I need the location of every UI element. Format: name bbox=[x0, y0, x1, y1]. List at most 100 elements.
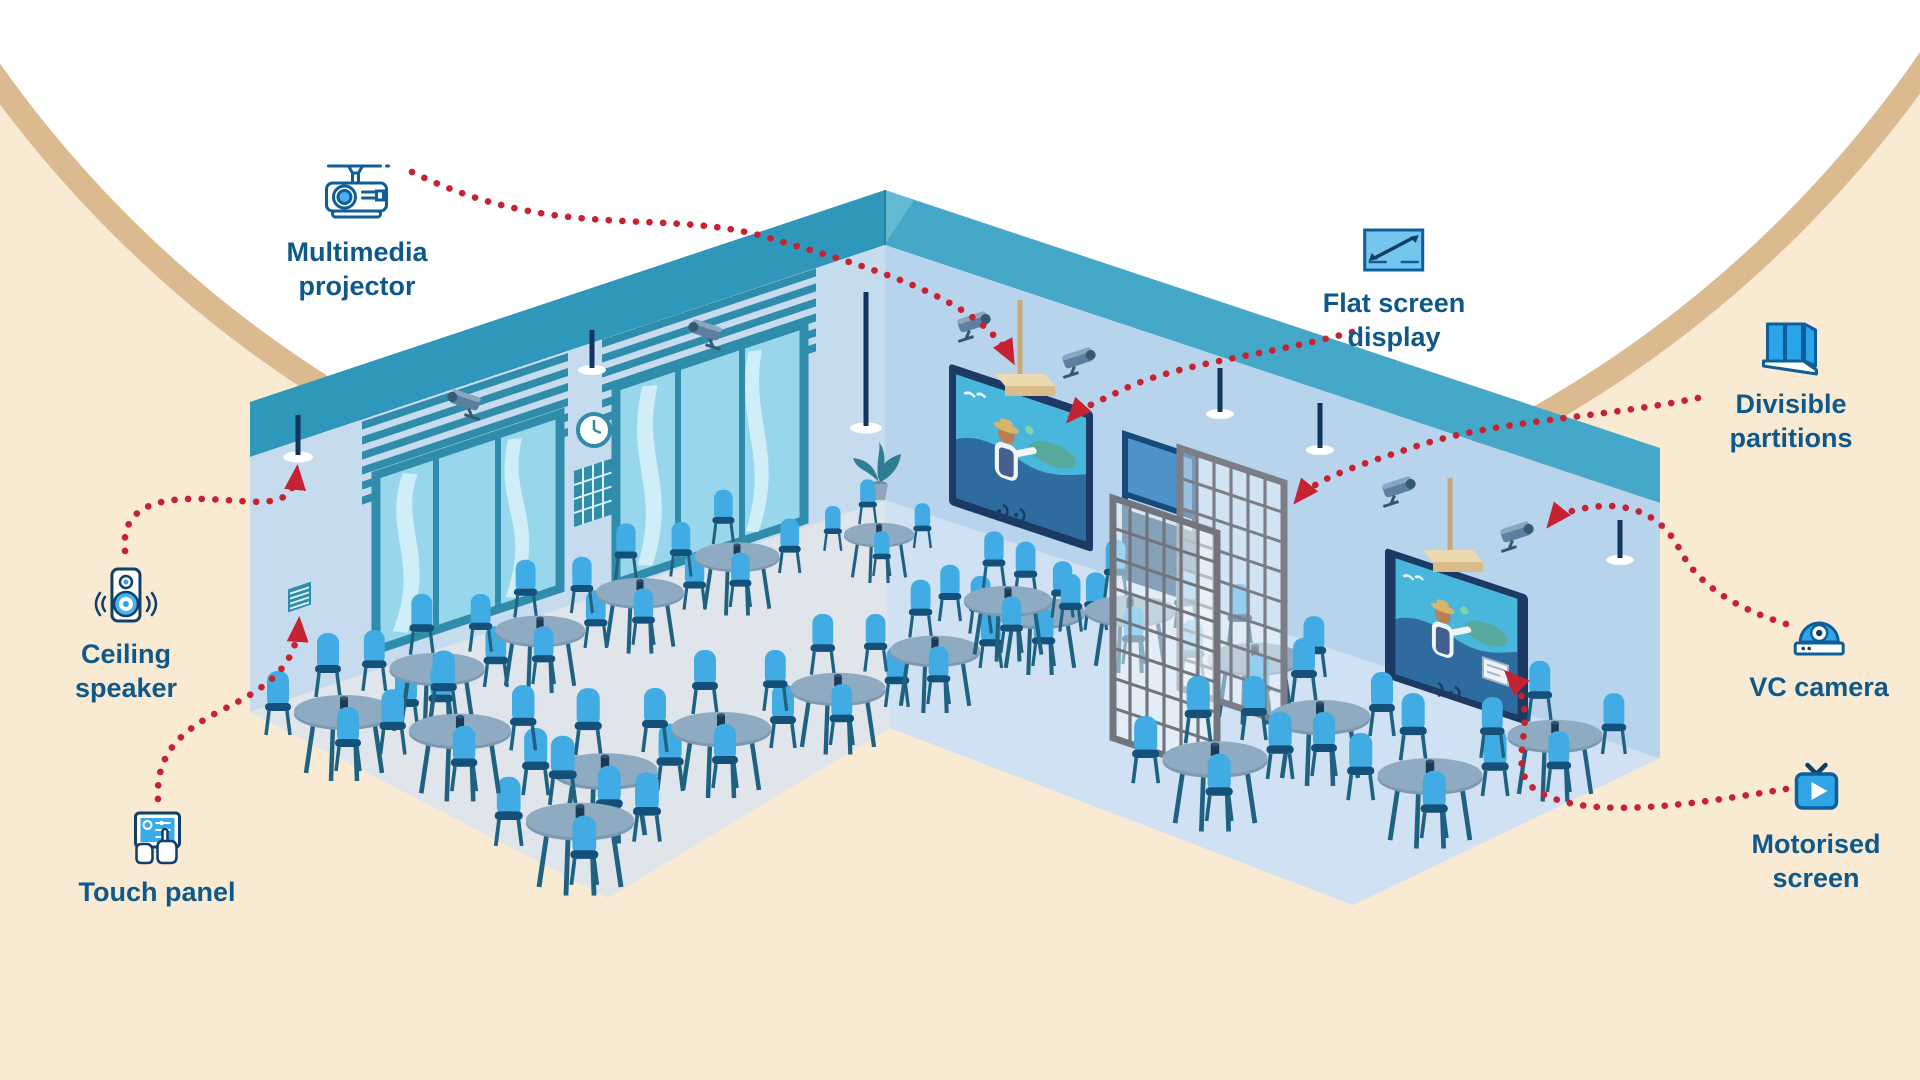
label-touch-panel: Touch panel bbox=[78, 877, 236, 907]
callout-arrows bbox=[121, 168, 1790, 812]
callout-vc-camera: VC camera bbox=[1749, 606, 1889, 704]
chair bbox=[937, 564, 963, 622]
chair bbox=[429, 650, 458, 716]
chair bbox=[361, 630, 388, 692]
chair bbox=[981, 531, 1007, 588]
ceiling-speaker-posts bbox=[283, 292, 1634, 565]
chair bbox=[926, 646, 951, 705]
chair bbox=[912, 503, 933, 549]
security-camera bbox=[447, 389, 481, 421]
chair bbox=[1545, 731, 1572, 793]
callout-motorised-screen: Motorised screen bbox=[1751, 761, 1881, 895]
security-cameras bbox=[447, 311, 1534, 553]
arrow-touch-panel bbox=[154, 616, 309, 803]
round-table bbox=[937, 531, 1075, 662]
callout-touch-panel: Touch panel bbox=[78, 807, 236, 909]
round-table bbox=[1131, 676, 1295, 832]
label-flat-screen-display: Flat screen display bbox=[1322, 288, 1466, 352]
round-table bbox=[264, 633, 420, 782]
chair bbox=[908, 579, 933, 638]
chair bbox=[334, 707, 362, 772]
chair bbox=[1398, 693, 1428, 761]
projector-ceiling-mount bbox=[1423, 478, 1483, 572]
round-table bbox=[863, 579, 1004, 714]
chair bbox=[1131, 716, 1161, 784]
chair bbox=[631, 588, 656, 645]
round-table bbox=[1479, 660, 1627, 802]
wall-louver-panel bbox=[574, 458, 612, 528]
chair bbox=[1526, 660, 1553, 722]
callout-ceiling-speaker: Ceiling speaker bbox=[75, 565, 177, 705]
chair bbox=[691, 650, 719, 715]
chair bbox=[1310, 712, 1338, 777]
chair bbox=[1479, 697, 1506, 759]
flat-screen-icon bbox=[1363, 228, 1425, 272]
chair bbox=[809, 613, 836, 675]
chair bbox=[547, 735, 578, 806]
chair bbox=[828, 684, 855, 746]
chair bbox=[632, 772, 662, 842]
tv-speaker-marks bbox=[997, 503, 1461, 702]
chair bbox=[513, 559, 538, 618]
arrow-divisible-partitions bbox=[1293, 394, 1702, 505]
label-vc-camera: VC camera bbox=[1749, 672, 1889, 702]
arrow-vc-camera bbox=[1546, 501, 1790, 628]
motorised-screen-icon bbox=[1794, 762, 1838, 810]
chair bbox=[314, 633, 342, 698]
chair bbox=[711, 724, 739, 789]
arrow-ceiling-speaker bbox=[121, 464, 307, 555]
callout-multimedia-projector: Multimedia projector bbox=[286, 161, 428, 303]
chair bbox=[1204, 753, 1234, 822]
chair bbox=[1240, 676, 1268, 741]
chair bbox=[1290, 638, 1318, 703]
chair bbox=[509, 685, 538, 751]
chair bbox=[378, 689, 407, 755]
chair bbox=[778, 518, 802, 574]
chair bbox=[669, 522, 693, 577]
chair bbox=[1419, 770, 1449, 839]
chair bbox=[769, 684, 797, 749]
vc-camera-icon bbox=[1793, 621, 1845, 656]
security-camera bbox=[1382, 476, 1416, 508]
chair bbox=[1368, 672, 1396, 737]
chair bbox=[823, 506, 843, 551]
chair bbox=[569, 815, 600, 886]
chair bbox=[569, 556, 595, 614]
label-ceiling-speaker: Ceiling speaker bbox=[74, 639, 178, 703]
label-motorised-screen: Motorised screen bbox=[1751, 829, 1881, 893]
arrow-flat-screen-display bbox=[1065, 328, 1356, 424]
touch-panel-icon bbox=[133, 811, 181, 865]
security-camera bbox=[1062, 347, 1096, 379]
projector-icon bbox=[324, 164, 390, 219]
round-table bbox=[493, 735, 662, 896]
chair bbox=[711, 489, 736, 545]
window bbox=[371, 407, 565, 657]
chair bbox=[1265, 711, 1295, 780]
chair bbox=[872, 531, 892, 577]
chair bbox=[858, 479, 878, 525]
chair bbox=[728, 552, 753, 608]
chair bbox=[450, 725, 479, 792]
round-table bbox=[669, 489, 802, 616]
wall-vent bbox=[288, 581, 311, 613]
chair bbox=[531, 626, 556, 685]
chair bbox=[408, 593, 435, 655]
security-camera bbox=[1500, 521, 1534, 553]
chair bbox=[1600, 693, 1627, 755]
ceiling-band-left bbox=[250, 190, 885, 457]
chair bbox=[468, 594, 493, 652]
label-divisible-partitions: Divisible partitions bbox=[1729, 389, 1853, 453]
round-table bbox=[378, 650, 538, 802]
round-table bbox=[762, 613, 910, 755]
flat-screen-tv-1 bbox=[949, 364, 1093, 552]
chair bbox=[1058, 574, 1083, 632]
chair bbox=[641, 688, 669, 753]
chair bbox=[762, 650, 789, 712]
divisible-partitions-icon bbox=[1761, 322, 1818, 376]
arrow-motorised-screen bbox=[1503, 669, 1790, 812]
callout-divisible-partitions: Divisible partitions bbox=[1729, 317, 1853, 455]
round-table bbox=[823, 479, 933, 584]
chair bbox=[573, 688, 603, 756]
